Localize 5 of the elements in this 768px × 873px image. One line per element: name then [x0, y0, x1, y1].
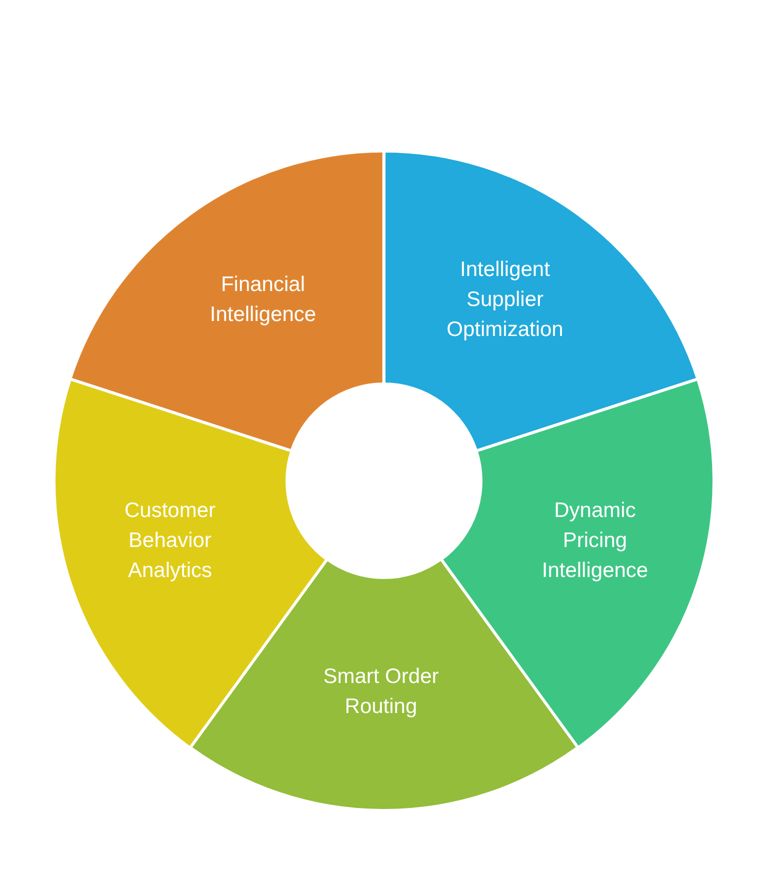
segment-label: Dynamic Pricing Intelligence: [540, 498, 650, 584]
segment-label: Financial Intelligence: [208, 272, 318, 328]
segment-label: Smart Order Routing: [322, 664, 440, 720]
segment-label: Intelligent Supplier Optimization: [446, 257, 564, 343]
segment-label: Customer Behavior Analytics: [123, 498, 217, 584]
